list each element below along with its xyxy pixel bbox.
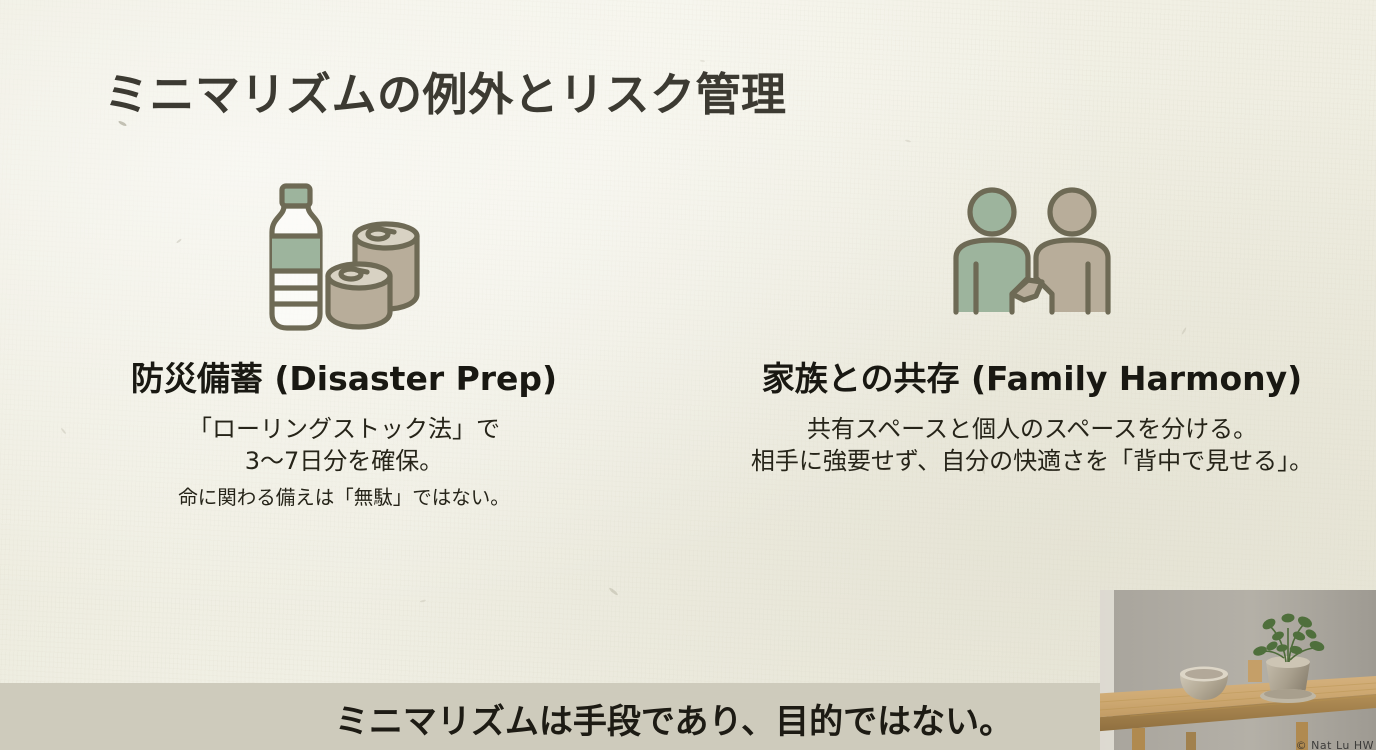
two-people-handshake-icon: [932, 178, 1132, 338]
feature-heading: 防災備蓄 (Disaster Prep): [130, 359, 558, 398]
photo-thumbnail: © Nat Lu HW: [1100, 590, 1376, 750]
photo-caption: © Nat Lu HW: [1295, 739, 1374, 750]
feature-body: 「ローリングストック法」で 3〜7日分を確保。 命に関わる備えは「無駄」ではない…: [178, 414, 510, 510]
feature-body: 共有スペースと個人のスペースを分ける。 相手に強要せず、自分の快適さを「背中で見…: [751, 414, 1313, 478]
feature-heading: 家族との共存 (Family Harmony): [761, 359, 1303, 398]
feature-body-line-2: 相手に強要せず、自分の快適さを「背中で見せる」。: [750, 446, 1314, 475]
feature-columns: 防災備蓄 (Disaster Prep) 「ローリングストック法」で 3〜7日分…: [0, 178, 1376, 510]
feature-body-line-1: 共有スペースと個人のスペースを分ける。: [806, 415, 1258, 443]
feature-column-family-harmony: 家族との共存 (Family Harmony) 共有スペースと個人のスペースを分…: [688, 178, 1376, 510]
page-title: ミニマリズムの例外とリスク管理: [104, 68, 787, 121]
banner-text: ミニマリズムは手段であり、目的ではない。: [334, 702, 1014, 742]
paper-fibre-speck: [904, 139, 912, 143]
feature-column-disaster-prep: 防災備蓄 (Disaster Prep) 「ローリングストック法」で 3〜7日分…: [0, 178, 688, 510]
feature-body-note: 命に関わる備えは「無駄」ではない。: [178, 485, 510, 509]
paper-fibre-speck: [608, 586, 619, 597]
paper-fibre-speck: [419, 599, 427, 603]
feature-body-line-1: 「ローリングストック法」で: [187, 415, 500, 443]
feature-body-line-2: 3〜7日分を確保。: [244, 446, 444, 475]
water-bottle-and-cans-icon: [244, 178, 444, 338]
